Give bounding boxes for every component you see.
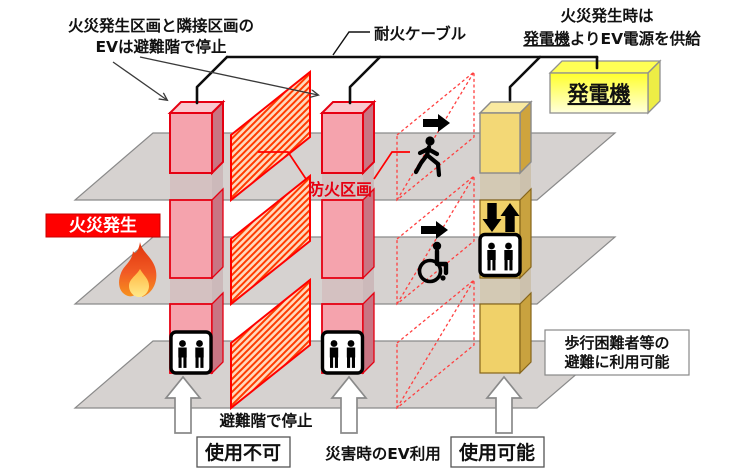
flame-icon (119, 242, 157, 297)
fire-compartment-walls (230, 69, 311, 411)
fire-wall-middle (230, 173, 311, 307)
usable-badge: 使用可能 (450, 436, 545, 468)
accessible-note: 歩行困難者等の 避難に利用可能 (544, 329, 690, 376)
dashed-wall-middle (396, 174, 475, 306)
walking-person-icon (413, 136, 442, 178)
accessible-note-box (544, 329, 690, 376)
pointer-to-middle-shaft (139, 56, 318, 95)
cable-label: 耐火ケーブル (374, 24, 467, 43)
dashed-compartment-walls (396, 70, 475, 410)
fire-event-label: 火災発生 (69, 215, 137, 236)
direction-right-arrow-middle (421, 221, 448, 239)
generator-box (548, 59, 662, 115)
fire-compartment-label: 防火区画 (308, 180, 372, 199)
fire-wall-top (230, 69, 311, 203)
fire-event-badge (45, 213, 161, 238)
power-note-line1: 火災発生時は (560, 6, 654, 25)
left-shaft-top-box (167, 99, 226, 176)
top-left-note-line1: 火災発生区画と隣接区画の (68, 16, 254, 35)
top-left-note: 火災発生区画と隣接区画の EVは避難階で停止 (68, 16, 254, 56)
stop-at-evacuation-floor-label: 避難階で停止 (219, 411, 313, 430)
elevator-passengers-icon-left (171, 332, 211, 373)
accessible-note-line1: 歩行困難者等の (564, 334, 669, 352)
elevator-passengers-icon-emergency (480, 235, 520, 276)
down-arrow-icon (482, 203, 502, 232)
note-pointer-arrows (112, 56, 318, 100)
generator-label: 発電機 (567, 82, 631, 106)
direction-right-arrow-top (423, 114, 450, 132)
up-arrow-icon (500, 203, 520, 232)
cable-drop-middle-shaft (348, 55, 382, 105)
shaft-top-boxes (167, 99, 533, 176)
power-note-line2: 発電機よりEV電源を供給 (522, 29, 701, 48)
wheelchair-icon (417, 241, 449, 284)
usable-badge-box (450, 436, 545, 468)
unusable-badge-box (196, 436, 291, 468)
pointer-to-left-shaft (112, 61, 167, 100)
unusable-badge: 使用不可 (196, 436, 291, 468)
elevator-passengers-icon-middle (323, 332, 363, 373)
top-left-note-line2: EVは避難階で停止 (95, 37, 227, 56)
disaster-ev-use-label: 災害時のEV利用 (325, 444, 441, 463)
fire-resistant-cables (195, 55, 599, 105)
middle-shaft-top-box (319, 99, 377, 176)
fire-wall-bottom (230, 277, 311, 411)
cable-drop-emergency-shaft (508, 55, 542, 102)
accessible-note-line2: 避難に利用可能 (564, 353, 669, 371)
unusable-label: 使用不可 (204, 442, 281, 464)
emergency-shaft-top-box (478, 100, 533, 175)
dashed-wall-top (396, 70, 475, 202)
fire-compartment-leaders (258, 151, 410, 180)
cable-label-leader (332, 31, 370, 56)
cable-drop-left-shaft (195, 55, 229, 105)
usable-label: 使用可能 (458, 441, 535, 464)
power-supply-note: 火災発生時は 発電機よりEV電源を供給 (522, 6, 701, 48)
elevator-up-down-arrows (482, 203, 520, 232)
dashed-wall-bottom (396, 278, 475, 410)
